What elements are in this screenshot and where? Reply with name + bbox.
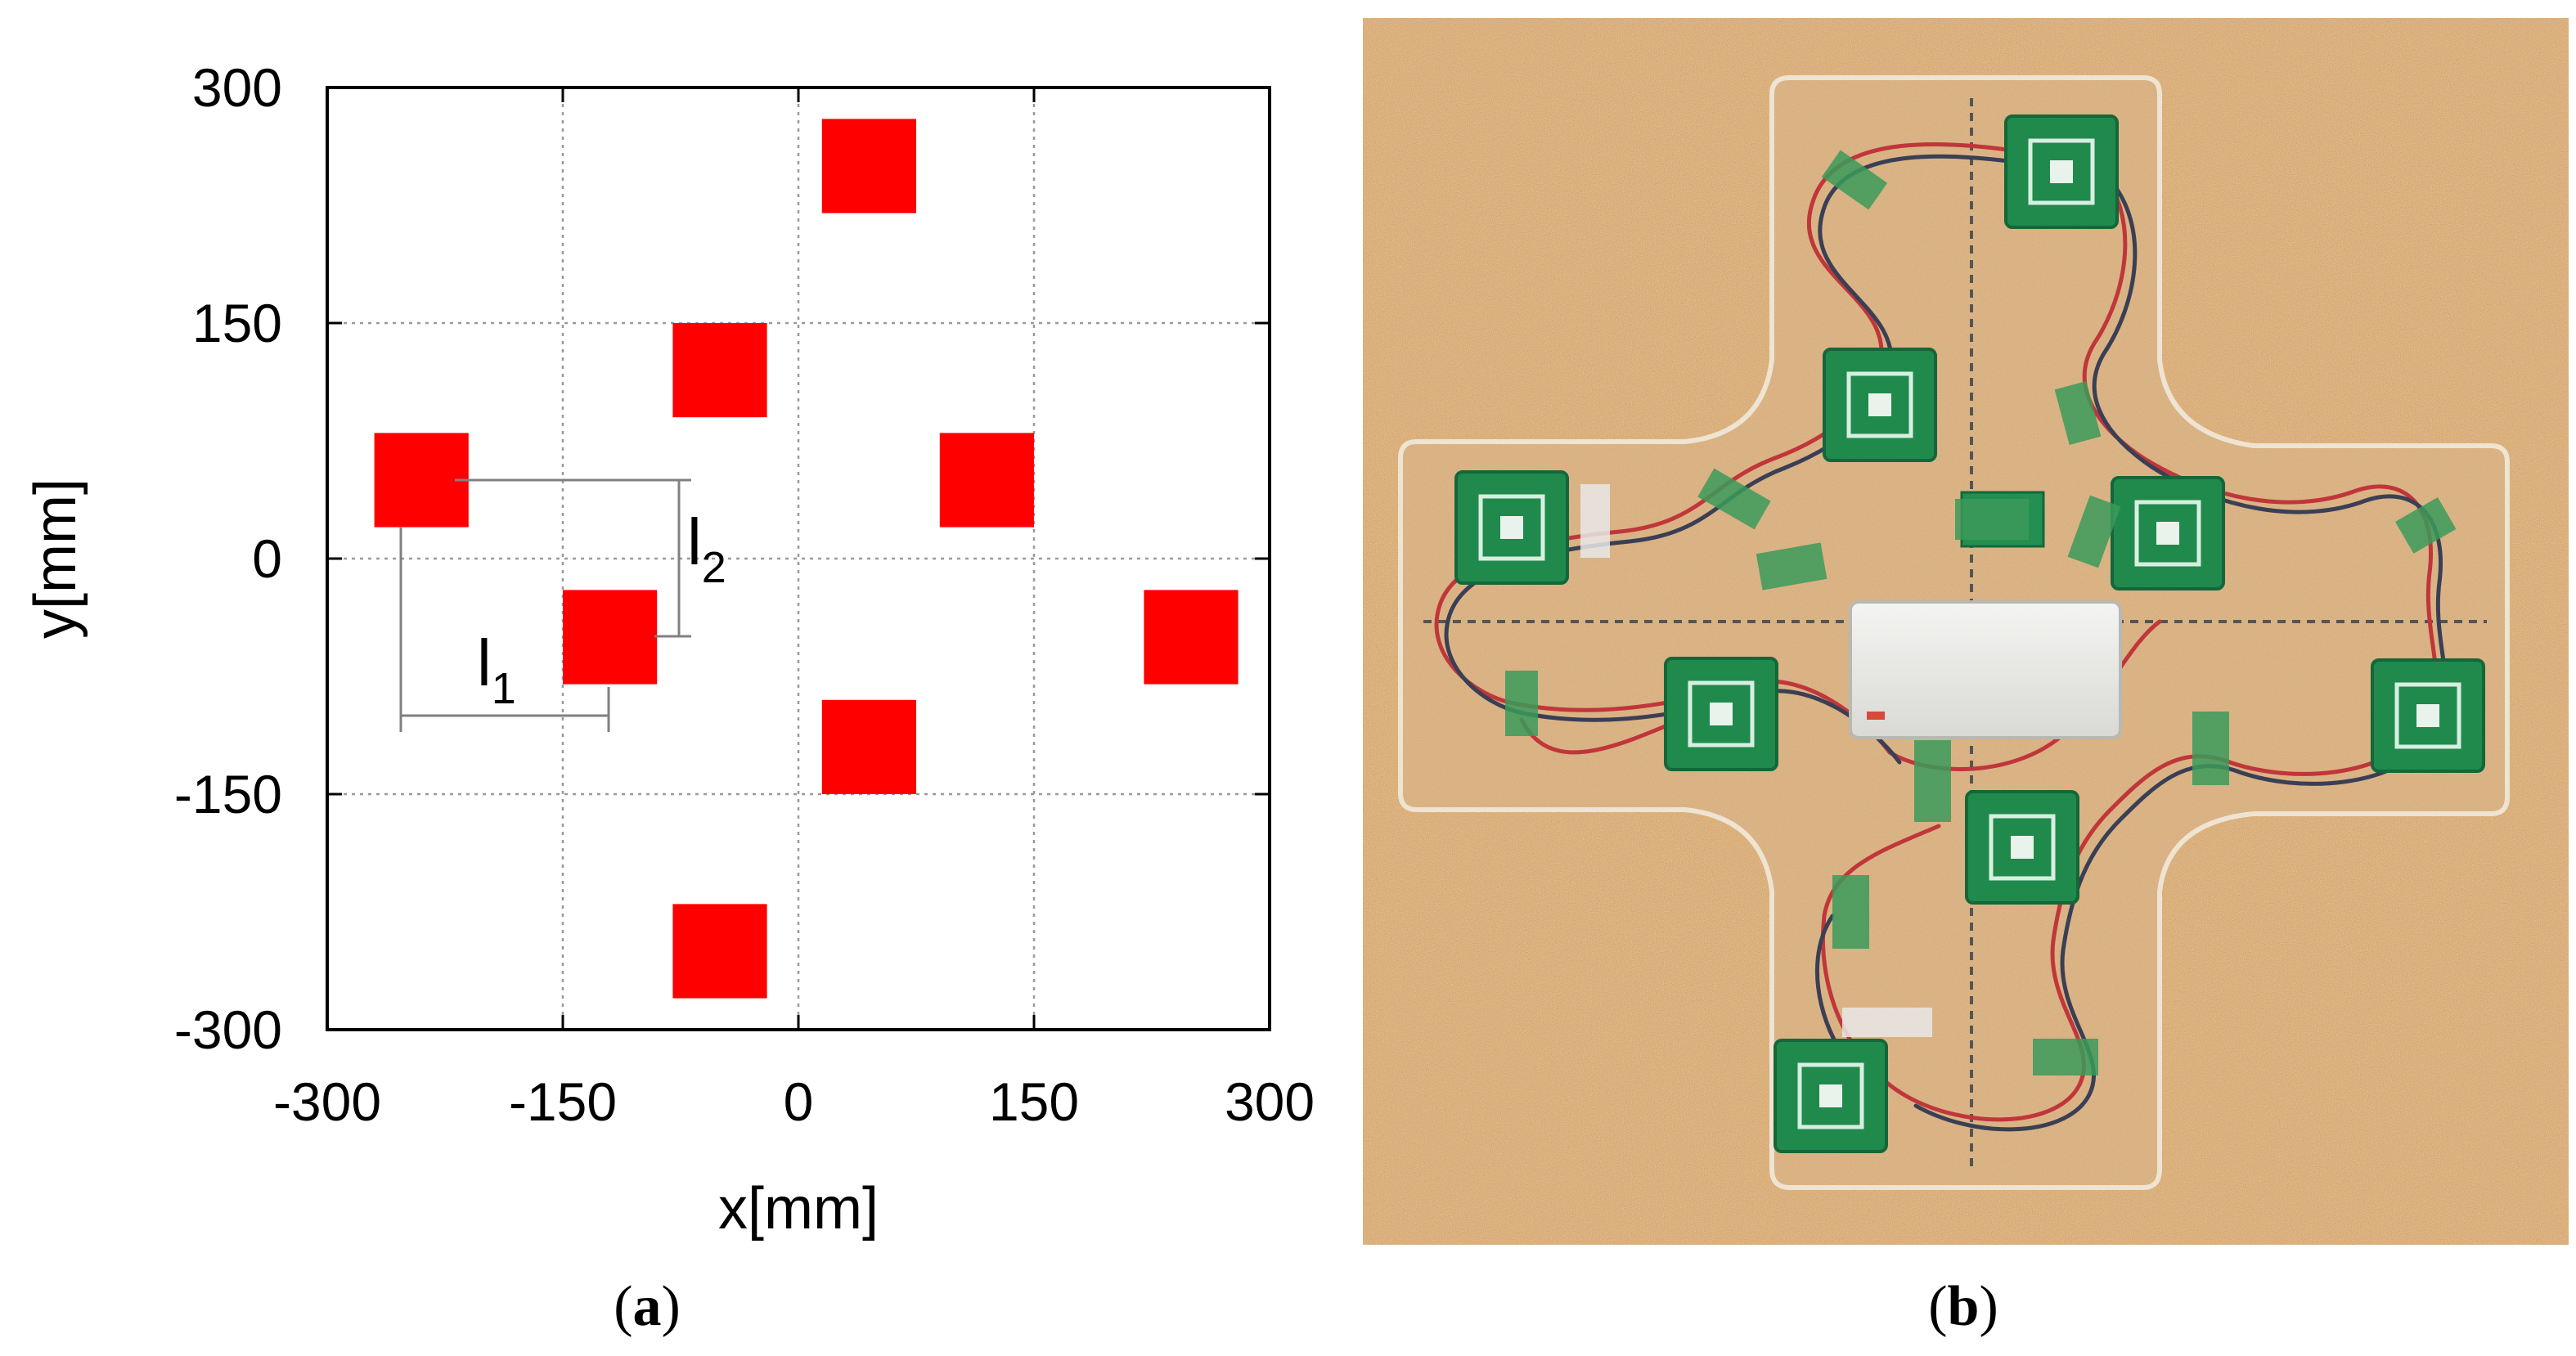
y-tick-label-300: 300 bbox=[192, 57, 282, 118]
x-tick-label-minus-300: -300 bbox=[273, 1071, 381, 1132]
dimension-lines bbox=[399, 478, 691, 732]
x-axis-label: x[mm] bbox=[718, 1176, 879, 1242]
sensor-board-3 bbox=[1454, 470, 1569, 585]
sensor-marker-1 bbox=[821, 119, 916, 213]
sensor-board-4 bbox=[2111, 476, 2225, 590]
y-tick-label-minus-300: -300 bbox=[174, 999, 282, 1060]
sensor-marker-4 bbox=[939, 433, 1034, 528]
sensor-marker-6 bbox=[1144, 590, 1239, 685]
y-axis-label: y[mm] bbox=[23, 478, 88, 639]
sensor-marker-7 bbox=[821, 699, 916, 794]
panel-a-label: (a) bbox=[614, 1275, 681, 1338]
x-tick-label-0: 0 bbox=[784, 1071, 814, 1132]
y-tick-label-150: 150 bbox=[192, 293, 282, 353]
sensor-board-1 bbox=[2004, 114, 2119, 229]
panel-b-label: (b) bbox=[1928, 1275, 1998, 1338]
panel-b-photo: (b) bbox=[1363, 18, 2569, 1338]
y-tick-label-minus-150: -150 bbox=[174, 764, 282, 824]
sensor-marker-8 bbox=[672, 904, 767, 999]
sensor-board-8 bbox=[1774, 1039, 1888, 1153]
sensor-board-2 bbox=[1823, 348, 1937, 462]
tape-strips bbox=[1505, 150, 2457, 1075]
control-box bbox=[1849, 600, 2122, 739]
control-box-led bbox=[1867, 712, 1885, 720]
sensor-boards bbox=[1454, 114, 2485, 1153]
x-tick-label-minus-150: -150 bbox=[509, 1071, 617, 1132]
y-tick-label-0: 0 bbox=[252, 528, 282, 589]
sensor-board-5 bbox=[1664, 657, 1778, 771]
panel-a-plot: 300 150 0 -150 -300 -300 -150 0 150 300 … bbox=[23, 57, 1315, 1338]
dimension-l2-label: l2 bbox=[687, 505, 726, 592]
tick-marks bbox=[326, 86, 1271, 1031]
sensor-marker-3 bbox=[374, 433, 469, 528]
sensor-markers bbox=[374, 119, 1239, 999]
sensor-board-6 bbox=[2371, 658, 2485, 773]
sensor-marker-5 bbox=[563, 590, 658, 685]
sensor-board-7 bbox=[1965, 790, 2079, 905]
dimension-l1-label: l1 bbox=[477, 626, 516, 713]
x-tick-label-150: 150 bbox=[989, 1071, 1079, 1132]
sensor-marker-2 bbox=[672, 323, 767, 418]
grid-lines bbox=[327, 88, 1270, 1030]
x-tick-label-300: 300 bbox=[1225, 1071, 1315, 1132]
